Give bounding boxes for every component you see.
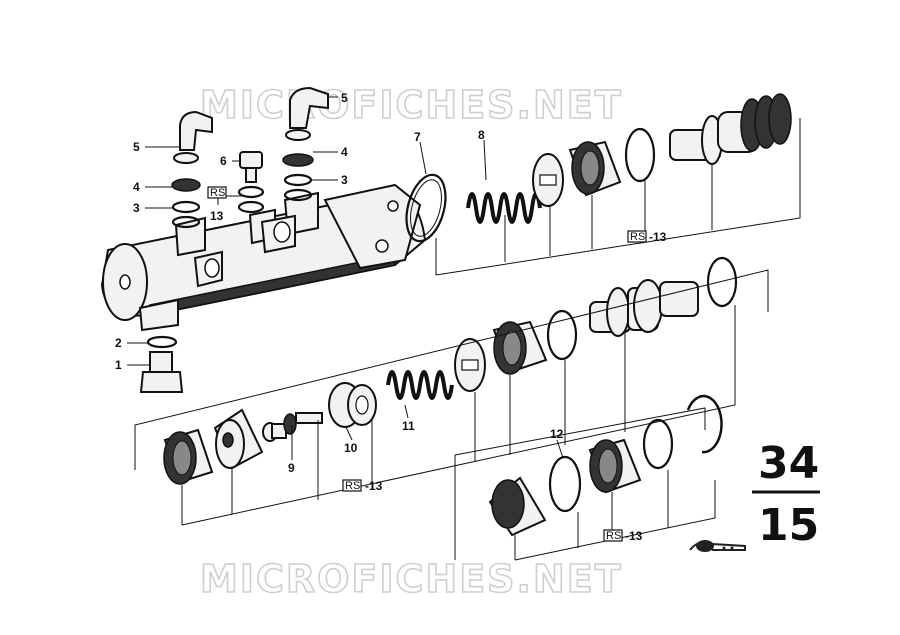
circlip: [686, 394, 723, 454]
callout-9: 9: [288, 461, 295, 475]
callout-6: 6: [220, 154, 227, 168]
callout-11: 11: [402, 419, 415, 433]
callout-13-left: 13: [210, 209, 224, 223]
piston-upper: [669, 93, 792, 165]
callout-7: 7: [414, 130, 421, 144]
stop-washer-upper: [532, 153, 564, 207]
rs-badge-label: RS: [210, 187, 225, 199]
cone-seal-lower-left: [213, 408, 264, 470]
rs-badge-label: RS: [345, 480, 360, 492]
stop-washer-middle: [454, 338, 486, 392]
publisher-logo-icon: [689, 540, 746, 552]
callout-3-left: 3: [133, 201, 140, 215]
plug-screw: [237, 151, 265, 214]
piston-middle: [589, 279, 699, 337]
rs-badge-13-middle: RS -13: [342, 479, 383, 493]
stop-bolt-9: [262, 412, 323, 442]
rs-badge-13-left: RS 13: [207, 186, 227, 223]
callout-13-upper: -13: [649, 230, 667, 244]
ring-seal-middle: [546, 309, 578, 361]
gasket-ring-7: [405, 173, 447, 243]
cup-seal-middle: [492, 320, 548, 375]
callout-5-right: 5: [341, 91, 348, 105]
callout-4-right: 4: [341, 145, 348, 159]
cup-seal-upper: [568, 140, 622, 197]
page-number: 34 15: [752, 438, 820, 551]
callout-5-left: 5: [133, 140, 140, 154]
callout-10: 10: [344, 441, 358, 455]
callout-2: 2: [115, 336, 122, 350]
cylinder-housing: [100, 183, 427, 332]
bracket-lower: [454, 407, 716, 561]
page-number-bottom: 15: [758, 500, 819, 551]
callout-13-lower: -13: [625, 529, 643, 543]
ring-seal-upper: [624, 127, 656, 183]
spring-8: [466, 192, 542, 224]
callout-3-right: 3: [341, 173, 348, 187]
bracket-middle: [134, 269, 769, 526]
rs-badge-label: RS: [606, 530, 621, 542]
spring-11: [386, 370, 454, 400]
watermark-bottom: MICROFICHES.NET: [200, 557, 623, 601]
rs-badge-label: RS: [630, 231, 645, 243]
spring-seat-10: [328, 382, 377, 428]
callout-labels: 5 4 3 6 5 4 3 2 1 7 8 9 10 11 12: [115, 91, 564, 475]
callout-1: 1: [115, 358, 122, 372]
callout-12: 12: [550, 427, 564, 441]
rs-badge-13-lower: RS -13: [603, 529, 643, 543]
cup-seal-lower-right: [588, 438, 642, 494]
bracket-upper: [435, 118, 801, 276]
cone-seal-lower-right: [488, 476, 547, 537]
banjo-fitting-right: [282, 86, 329, 202]
watermark-top: MICROFICHES.NET: [200, 83, 623, 127]
callout-4-left: 4: [133, 180, 140, 194]
callout-13-middle: -13: [365, 479, 383, 493]
union-screw-bottom: [139, 351, 184, 393]
ring-seal-12: [548, 455, 582, 513]
ring-seal-lower-right: [642, 418, 674, 470]
ring-seal-middle-right: [706, 256, 738, 308]
seal-ring-bottom: [146, 335, 178, 349]
callout-8: 8: [478, 128, 485, 142]
banjo-fitting-left: [171, 110, 213, 229]
page-number-top: 34: [758, 438, 819, 489]
cup-seal-lower-left: [163, 428, 214, 485]
rs-badge-13-upper: RS -13: [627, 230, 667, 244]
